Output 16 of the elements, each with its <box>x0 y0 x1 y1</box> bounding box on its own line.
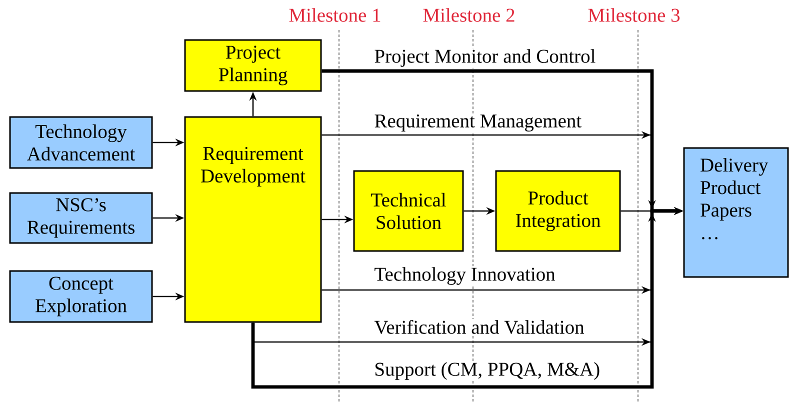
edge-label: Technology Innovation <box>373 266 556 286</box>
process-box: Technical Solution <box>353 170 464 252</box>
process-box: Product Integration <box>495 170 621 252</box>
edge-label: Requirement Management <box>373 113 583 133</box>
edge-label: Verification and Validation <box>373 318 586 335</box>
edge-label: Project Monitor and Control <box>373 48 597 68</box>
milestone-label: Milestone 1 <box>289 8 380 22</box>
process-box: Requirement Development <box>184 116 322 323</box>
milestone-label: Milestone 3 <box>588 8 680 22</box>
process-box: Project Planning <box>184 39 322 92</box>
edge-label: Support (CM, PPQA, M&A) <box>373 361 602 381</box>
input-box: NSC’s Requirements <box>9 192 153 244</box>
input-box: Concept Exploration <box>9 270 153 323</box>
milestone-label: Milestone 2 <box>423 8 514 22</box>
input-box: Technology Advancement <box>9 116 153 169</box>
output-box: Delivery Product Papers … <box>683 147 789 278</box>
